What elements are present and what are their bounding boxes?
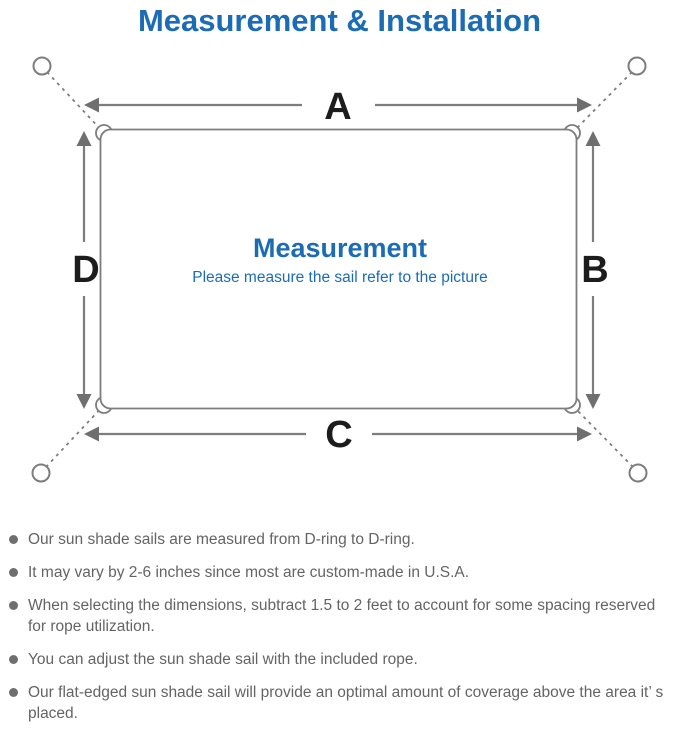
arrow-a-head-left xyxy=(84,97,99,113)
shade-sail-outline xyxy=(99,128,578,410)
list-item: Our sun shade sails are measured from D-… xyxy=(9,529,669,550)
dimension-label-b: B xyxy=(581,249,608,291)
arrow-d-head-bottom xyxy=(76,394,92,409)
anchor-point-top-right xyxy=(627,56,647,76)
rope-line-top-left xyxy=(46,71,105,134)
note-text: Our flat-edged sun shade sail will provi… xyxy=(28,684,664,722)
dimension-label-a: A xyxy=(324,86,351,128)
dimension-arrow-d xyxy=(76,131,92,409)
diagram-subtitle: Please measure the sail refer to the pic… xyxy=(192,269,488,286)
bullet-icon xyxy=(9,688,18,697)
arrow-d-head-top xyxy=(76,131,92,146)
dimension-label-d: D xyxy=(72,249,99,291)
note-text: It may vary by 2-6 inches since most are… xyxy=(28,564,470,581)
sail-diagram-svg: A C D B Measurement Please measure the s… xyxy=(31,56,648,483)
bullet-icon xyxy=(9,601,18,610)
rope-lines xyxy=(45,71,634,468)
note-text: You can adjust the sun shade sail with t… xyxy=(28,651,418,668)
arrow-b-head-top xyxy=(585,131,601,146)
anchor-point-bottom-right xyxy=(628,463,648,483)
dimension-label-c: C xyxy=(325,414,352,456)
list-item: It may vary by 2-6 inches since most are… xyxy=(9,562,669,583)
arrow-a-head-right xyxy=(577,97,592,113)
dimension-arrow-b xyxy=(585,131,601,409)
anchor-point-top-left xyxy=(32,56,52,76)
anchor-point-bottom-left xyxy=(31,463,51,483)
bullet-icon xyxy=(9,655,18,664)
anchor-points xyxy=(31,56,648,483)
diagram-title: Measurement xyxy=(253,233,427,263)
list-item: You can adjust the sun shade sail with t… xyxy=(9,649,669,670)
dimension-arrow-c xyxy=(84,426,592,442)
bullet-icon xyxy=(9,568,18,577)
list-item: Our flat-edged sun shade sail will provi… xyxy=(9,682,669,724)
arrow-b-head-bottom xyxy=(585,394,601,409)
arrow-c-head-right xyxy=(577,426,592,442)
dimension-arrow-a xyxy=(84,97,592,113)
list-item: When selecting the dimensions, subtract … xyxy=(9,595,669,637)
page-title: Measurement & Installation xyxy=(137,3,542,38)
note-text: Our sun shade sails are measured from D-… xyxy=(28,531,415,548)
bullet-icon xyxy=(9,535,18,544)
notes-list: Our sun shade sails are measured from D-… xyxy=(0,529,679,724)
note-text: When selecting the dimensions, subtract … xyxy=(28,597,656,635)
measurement-diagram: A C D B Measurement Please measure the s… xyxy=(0,39,679,499)
arrow-c-head-left xyxy=(84,426,99,442)
